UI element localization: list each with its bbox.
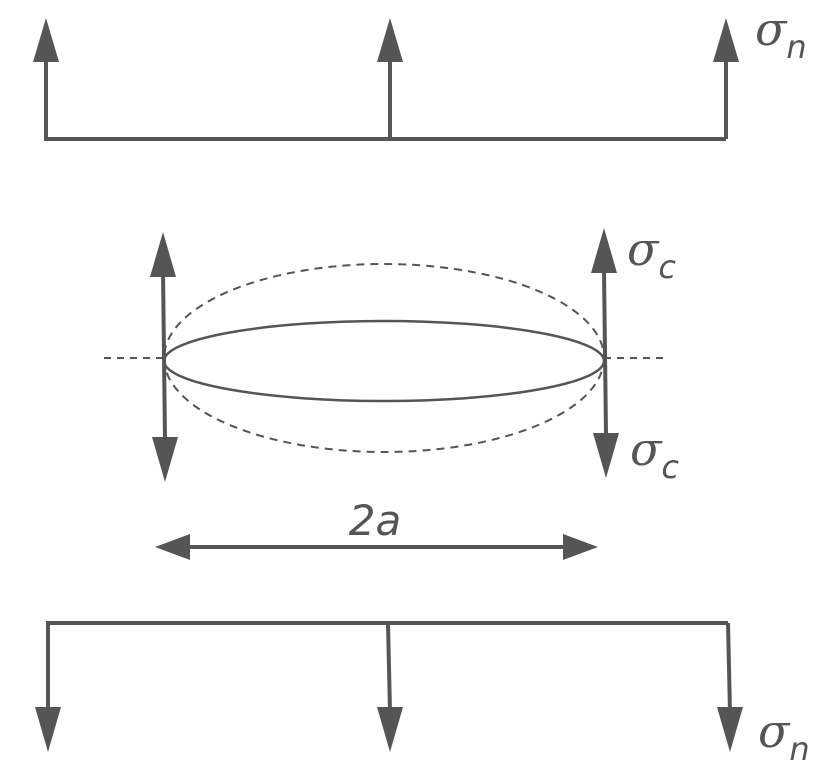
crack-ellipse: [162, 319, 606, 403]
top-arrow-right: [713, 18, 739, 139]
sigma-n-bottom-label: σn: [758, 704, 810, 768]
crack-group: σc σc: [104, 222, 679, 486]
bottom-load-group: σn: [35, 621, 810, 768]
sigma-n-top-label: σn: [755, 2, 807, 66]
bottom-arrow-right: [717, 622, 743, 752]
opened-crack-dashed-ellipse: [163, 263, 605, 453]
sigma-c-bottom-label: σc: [630, 422, 679, 486]
left-closing-arrow: [150, 232, 178, 482]
top-arrow-middle: [377, 18, 403, 139]
sigma-c-top-label: σc: [627, 222, 676, 286]
bottom-arrow-middle: [377, 622, 403, 752]
bottom-arrow-left: [35, 623, 61, 752]
right-closing-arrow: [591, 228, 619, 478]
top-arrow-left: [33, 18, 59, 139]
crack-length-dimension: 2a: [155, 496, 598, 560]
top-load-group: σn: [33, 2, 807, 141]
crack-length-label: 2a: [349, 496, 401, 545]
